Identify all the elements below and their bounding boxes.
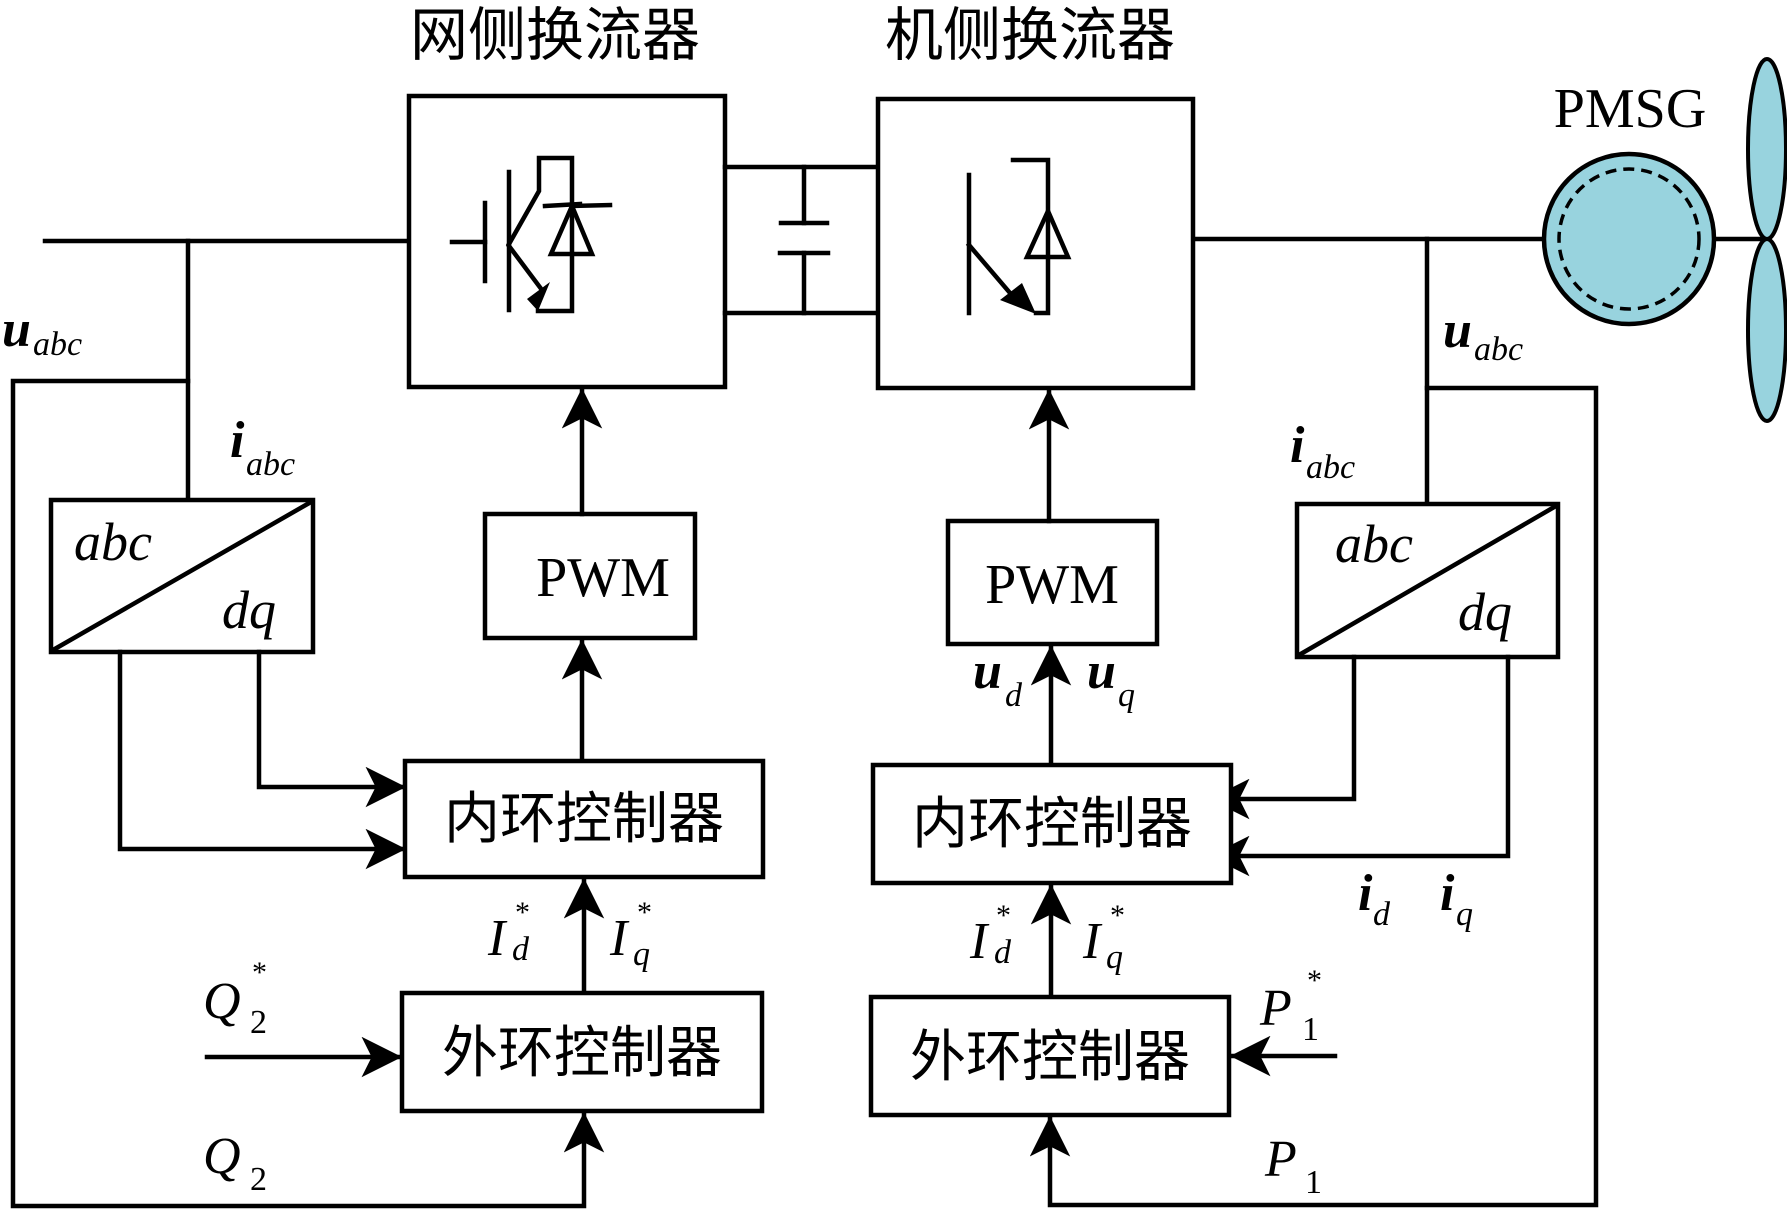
- svg-text:1: 1: [1305, 1164, 1322, 1201]
- svg-text:2: 2: [250, 1161, 267, 1198]
- pmsg-label: PMSG: [1554, 78, 1707, 140]
- active-power-ref-label: P * 1: [1259, 964, 1322, 1048]
- svg-text:i: i: [1440, 865, 1455, 922]
- svg-text:abc: abc: [246, 446, 295, 483]
- generator-rotor-circle: [1557, 167, 1701, 311]
- svg-text:1: 1: [1302, 1011, 1319, 1048]
- svg-text:P: P: [1264, 1131, 1297, 1188]
- svg-text:q: q: [1106, 939, 1123, 976]
- machine-id-wire: [1208, 654, 1357, 820]
- transform-diagonal: [49, 498, 315, 654]
- svg-text:d: d: [512, 931, 530, 968]
- grid-inner-controller-label: 内环控制器: [444, 787, 724, 852]
- grid-side-converter-title: 网侧换流器: [410, 1, 700, 69]
- machine-id-label: i d: [1358, 865, 1391, 933]
- igbt-icon: [965, 157, 1072, 316]
- machine-pwm-box: [945, 518, 1160, 647]
- svg-text:i: i: [1358, 865, 1373, 922]
- grid-iq-ref-label: I * q: [609, 896, 652, 973]
- transform-diagonal: [1295, 502, 1560, 659]
- svg-text:d: d: [1005, 677, 1023, 714]
- transform-dq-label: dq: [1458, 582, 1512, 642]
- machine-pwm-label: PWM: [985, 554, 1119, 616]
- grid-pwm-label: PWM: [536, 547, 670, 609]
- svg-text:u: u: [973, 643, 1002, 700]
- svg-text:I: I: [609, 910, 630, 967]
- grid-pwm-box: [482, 511, 698, 641]
- grid-voltage-label: u abc: [2, 301, 82, 363]
- svg-text:*: *: [1307, 964, 1322, 997]
- svg-text:q: q: [1118, 677, 1135, 714]
- svg-text:q: q: [633, 936, 650, 973]
- svg-text:P: P: [1259, 980, 1292, 1037]
- grid-current-label: i abc: [230, 412, 295, 483]
- machine-inner-controller-label: 内环控制器: [912, 792, 1192, 857]
- reactive-power-meas-label: Q 2: [203, 1128, 267, 1198]
- svg-text:I: I: [969, 913, 990, 970]
- machine-uq-label: u q: [1087, 643, 1135, 714]
- machine-inner-controller-box: [870, 762, 1234, 886]
- svg-text:I: I: [1082, 913, 1103, 970]
- svg-text:Q: Q: [203, 973, 241, 1030]
- machine-outer-controller-label: 外环控制器: [910, 1025, 1190, 1090]
- reactive-power-ref-label: Q * 2: [203, 956, 267, 1041]
- svg-text:*: *: [515, 896, 530, 929]
- svg-text:*: *: [996, 899, 1011, 932]
- turbine-blades-icon: [1746, 57, 1787, 423]
- grid-voltage-feedback-wire: [10, 378, 605, 1209]
- svg-text:*: *: [252, 956, 267, 989]
- machine-current-label: i abc: [1290, 417, 1355, 486]
- svg-text:d: d: [994, 934, 1012, 971]
- machine-side-converter-title: 机侧换流器: [885, 1, 1175, 69]
- svg-text:u: u: [2, 301, 31, 358]
- svg-text:q: q: [1456, 896, 1473, 933]
- svg-text:abc: abc: [33, 326, 82, 363]
- pmsg-generator-icon: [1541, 151, 1717, 327]
- grid-outer-controller-box: [399, 990, 765, 1114]
- svg-text:d: d: [1373, 896, 1391, 933]
- machine-voltage-label: u abc: [1443, 302, 1523, 368]
- transform-dq-label: dq: [222, 580, 276, 640]
- machine-id-ref-label: I * d: [969, 899, 1012, 971]
- svg-text:i: i: [1290, 417, 1305, 474]
- svg-text:*: *: [637, 896, 652, 929]
- grid-outer-controller-label: 外环控制器: [442, 1021, 722, 1086]
- grid-id-ref-label: I * d: [487, 896, 530, 968]
- svg-text:u: u: [1443, 302, 1472, 359]
- grid-iq-wire: [256, 649, 407, 808]
- grid-id-wire: [117, 649, 407, 870]
- machine-iq-ref-label: I * q: [1082, 899, 1125, 976]
- machine-iq-wire: [1208, 654, 1511, 877]
- svg-text:abc: abc: [1474, 331, 1523, 368]
- svg-text:abc: abc: [1306, 449, 1355, 486]
- svg-text:*: *: [1110, 899, 1125, 932]
- machine-voltage-feedback-wire: [1029, 385, 1599, 1208]
- grid-inner-controller-box: [402, 758, 766, 880]
- machine-iq-label: i q: [1440, 865, 1473, 933]
- active-power-meas-label: P 1: [1264, 1131, 1322, 1201]
- igbt-icon: [449, 155, 613, 314]
- generator-outer-circle: [1541, 151, 1717, 327]
- machine-outer-controller-box: [868, 994, 1232, 1118]
- svg-text:u: u: [1087, 643, 1116, 700]
- svg-text:2: 2: [250, 1004, 267, 1041]
- transform-abc-label: abc: [1335, 514, 1413, 574]
- svg-text:Q: Q: [203, 1128, 241, 1185]
- transform-abc-label: abc: [74, 512, 152, 572]
- svg-text:i: i: [230, 412, 245, 469]
- capacitor-icon: [777, 164, 831, 316]
- svg-text:I: I: [487, 910, 508, 967]
- machine-ud-label: u d: [973, 643, 1023, 714]
